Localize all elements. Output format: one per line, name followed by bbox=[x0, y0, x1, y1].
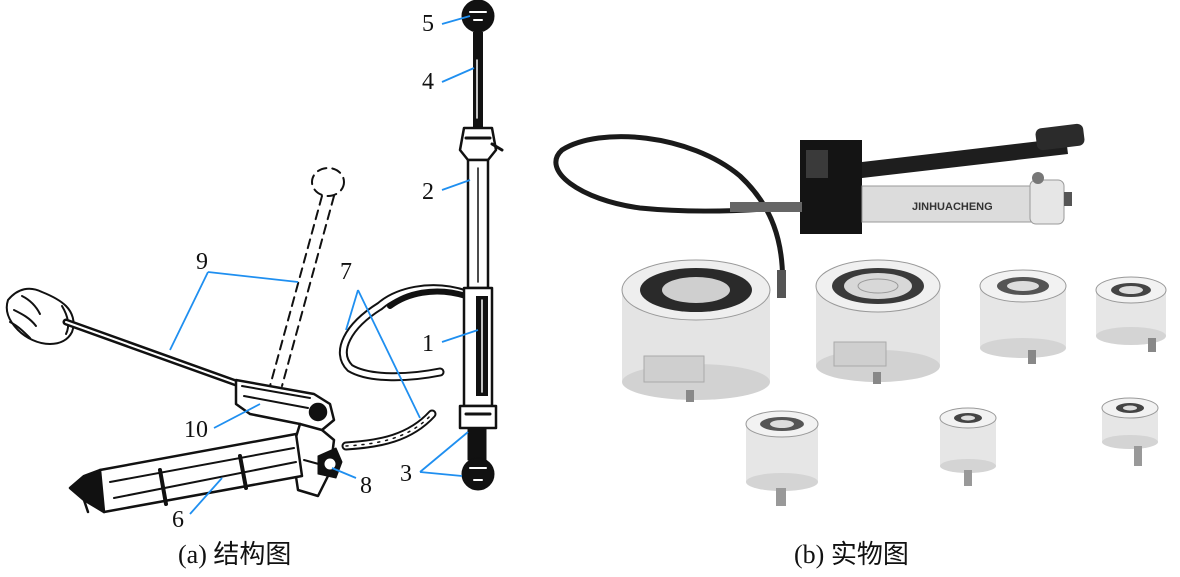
hydraulic-hose bbox=[338, 284, 471, 451]
leader-3a bbox=[419, 431, 469, 473]
caption-structure: (a) 结构图 bbox=[178, 540, 292, 569]
jack-cylinder bbox=[458, 0, 504, 491]
label-1: 1 bbox=[422, 331, 434, 357]
leader-3b bbox=[419, 471, 463, 477]
label-3: 3 bbox=[400, 461, 412, 487]
label-4: 4 bbox=[422, 69, 434, 95]
leader-9a bbox=[169, 271, 209, 351]
release-valve-knob bbox=[317, 447, 343, 479]
label-10: 10 bbox=[184, 417, 208, 443]
label-9: 9 bbox=[196, 249, 208, 275]
leader-7a bbox=[345, 289, 359, 331]
leader-1 bbox=[441, 329, 479, 343]
hand-pump bbox=[730, 123, 1085, 234]
caption-photo: (b) 实物图 bbox=[794, 540, 909, 569]
label-2: 2 bbox=[422, 179, 434, 205]
jack-small-3 bbox=[1101, 397, 1159, 466]
pump-brand-text: JINHUACHENG bbox=[912, 201, 993, 213]
leader-4 bbox=[441, 67, 475, 83]
panel-b-photo: JINHUACHENG bbox=[553, 123, 1167, 506]
jack-large-1 bbox=[621, 259, 771, 402]
jack-small-1 bbox=[745, 410, 819, 506]
hose-fitting bbox=[777, 270, 786, 298]
leader-10 bbox=[213, 403, 261, 429]
label-8: 8 bbox=[360, 473, 372, 499]
leader-6 bbox=[189, 477, 223, 515]
pump-head bbox=[234, 378, 336, 498]
leader-7b bbox=[357, 289, 421, 419]
leader-lines bbox=[169, 15, 479, 515]
lever-dashed-position bbox=[269, 167, 345, 387]
hand-illustration bbox=[5, 287, 75, 345]
leader-8 bbox=[331, 467, 357, 479]
oil-reservoir-tube bbox=[68, 432, 304, 514]
jack-medium-1 bbox=[979, 269, 1067, 364]
leader-5 bbox=[441, 15, 471, 25]
pump-hose bbox=[553, 134, 801, 297]
jack-small-2 bbox=[939, 407, 997, 486]
leader-2 bbox=[441, 179, 471, 191]
label-5: 5 bbox=[422, 11, 434, 37]
jack-large-2 bbox=[815, 259, 941, 384]
label-6: 6 bbox=[172, 507, 184, 533]
leader-9b bbox=[207, 271, 299, 283]
label-7: 7 bbox=[340, 259, 352, 285]
jack-medium-2 bbox=[1095, 276, 1167, 352]
